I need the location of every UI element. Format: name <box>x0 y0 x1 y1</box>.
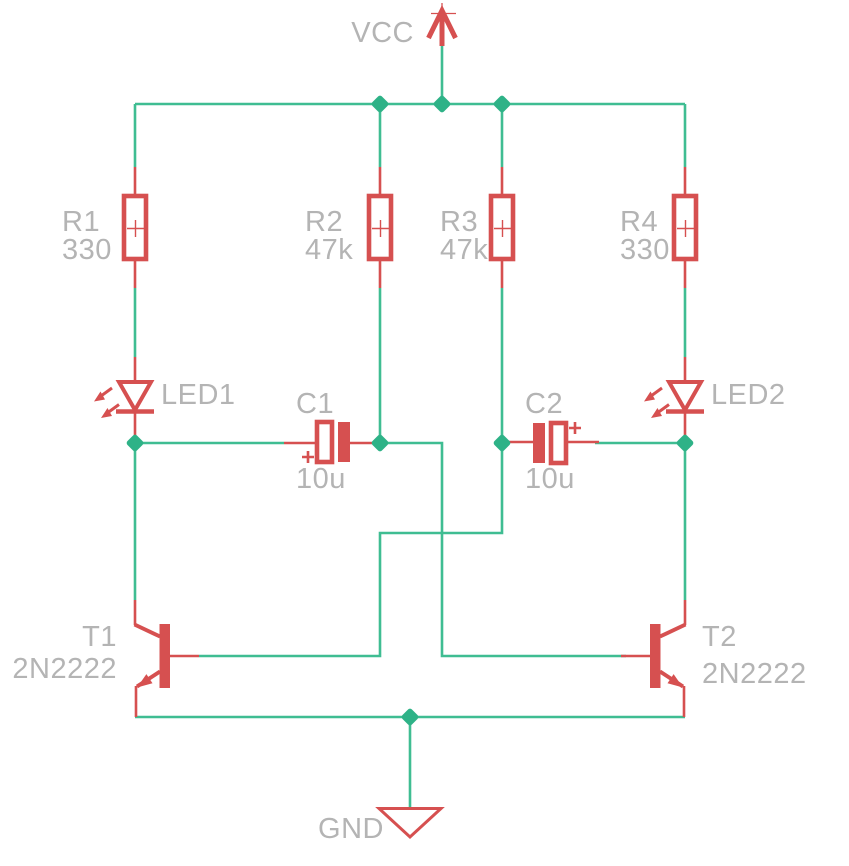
net-wires[interactable] <box>133 46 687 807</box>
wire-c1-to-t2-base[interactable] <box>380 441 626 658</box>
t2-base-bar[interactable] <box>650 624 661 688</box>
r4-origin-cross <box>677 220 694 237</box>
t1-emitter-arrow <box>137 674 153 688</box>
led1-light-arrow-2-head <box>101 408 112 418</box>
r3-value-label: 47k <box>440 234 488 266</box>
t2-value-label: 2N2222 <box>702 658 807 690</box>
vcc-arrow-head <box>426 4 458 40</box>
resistor-r1[interactable] <box>121 167 149 288</box>
led2-triangle[interactable] <box>665 380 705 415</box>
led1-symbol[interactable] <box>94 357 155 443</box>
vcc-symbol[interactable] <box>426 3 458 46</box>
transistor-t2-symbol[interactable] <box>621 600 687 717</box>
gnd-label: GND <box>318 813 384 845</box>
r2-origin-cross <box>372 220 389 237</box>
c2-name-label: C2 <box>525 388 563 420</box>
r4-value-label: 330 <box>620 234 670 266</box>
vcc-label: VCC <box>351 17 414 49</box>
c1-plus-sign <box>302 451 314 463</box>
led1-light-arrow-2-shaft <box>107 403 120 414</box>
r1-name-label: R1 <box>62 206 100 238</box>
r4-name-label: R4 <box>620 206 658 238</box>
resistor-r4[interactable] <box>671 167 699 288</box>
t2-name-label: T2 <box>702 621 737 653</box>
junction-dot <box>371 95 389 113</box>
r3-origin-cross <box>494 220 511 237</box>
led2-light-arrow-2-shaft <box>657 403 670 414</box>
led1-light-arrow-1-head <box>94 391 105 402</box>
c1-value-label: 10u <box>296 463 346 495</box>
led2-symbol[interactable] <box>644 357 705 443</box>
c1-name-label: C1 <box>296 388 334 420</box>
led2-name-label: LED2 <box>711 379 786 411</box>
capacitor-c2-symbol[interactable] <box>503 420 599 466</box>
junction-dot <box>433 95 451 113</box>
c1-plus-plate[interactable] <box>314 419 335 465</box>
c2-plus-sign <box>569 422 581 434</box>
c2-minus-plate[interactable] <box>533 423 545 463</box>
led1-light-arrow-1-shaft <box>100 386 113 398</box>
r2-name-label: R2 <box>305 206 343 238</box>
c1-minus-plate[interactable] <box>338 422 350 462</box>
led2-light-arrow-2-head <box>651 408 662 418</box>
junction-dot <box>401 708 419 726</box>
resistor-r3[interactable] <box>488 167 516 288</box>
t1-collector-arm <box>133 622 161 639</box>
r1-origin-cross <box>127 220 144 237</box>
r1-value-label: 330 <box>62 234 112 266</box>
r2-value-label: 47k <box>305 234 353 266</box>
transistor-t1-symbol[interactable] <box>133 600 200 717</box>
gnd-triangle <box>375 807 445 840</box>
labels: VCC GND R1 330 R2 47k R3 47k R4 330 LED1… <box>12 17 806 845</box>
junction-dot <box>676 434 694 452</box>
c2-plus-plate[interactable] <box>548 420 569 466</box>
led2-light-arrow-1-shaft <box>650 386 663 398</box>
t2-collector-arm <box>659 622 687 639</box>
led2-light-arrow-1-head <box>644 391 655 402</box>
led1-name-label: LED1 <box>161 379 236 411</box>
t1-base-bar[interactable] <box>159 624 171 688</box>
capacitor-c1-symbol[interactable] <box>284 419 380 465</box>
junction-dot <box>493 95 511 113</box>
gnd-symbol[interactable] <box>375 807 445 840</box>
wire-c2-to-t1-base[interactable] <box>199 443 504 658</box>
t1-value-label: 2N2222 <box>12 653 117 685</box>
junction-dot <box>371 434 389 452</box>
junction-dot <box>493 434 511 452</box>
junction-dots <box>126 95 694 726</box>
t2-emitter-arrow <box>667 674 683 688</box>
junction-dot <box>126 434 144 452</box>
r3-name-label: R3 <box>440 206 478 238</box>
resistor-r2[interactable] <box>366 167 394 288</box>
c2-value-label: 10u <box>525 463 575 495</box>
t1-name-label: T1 <box>82 621 117 653</box>
led1-triangle[interactable] <box>115 380 155 415</box>
